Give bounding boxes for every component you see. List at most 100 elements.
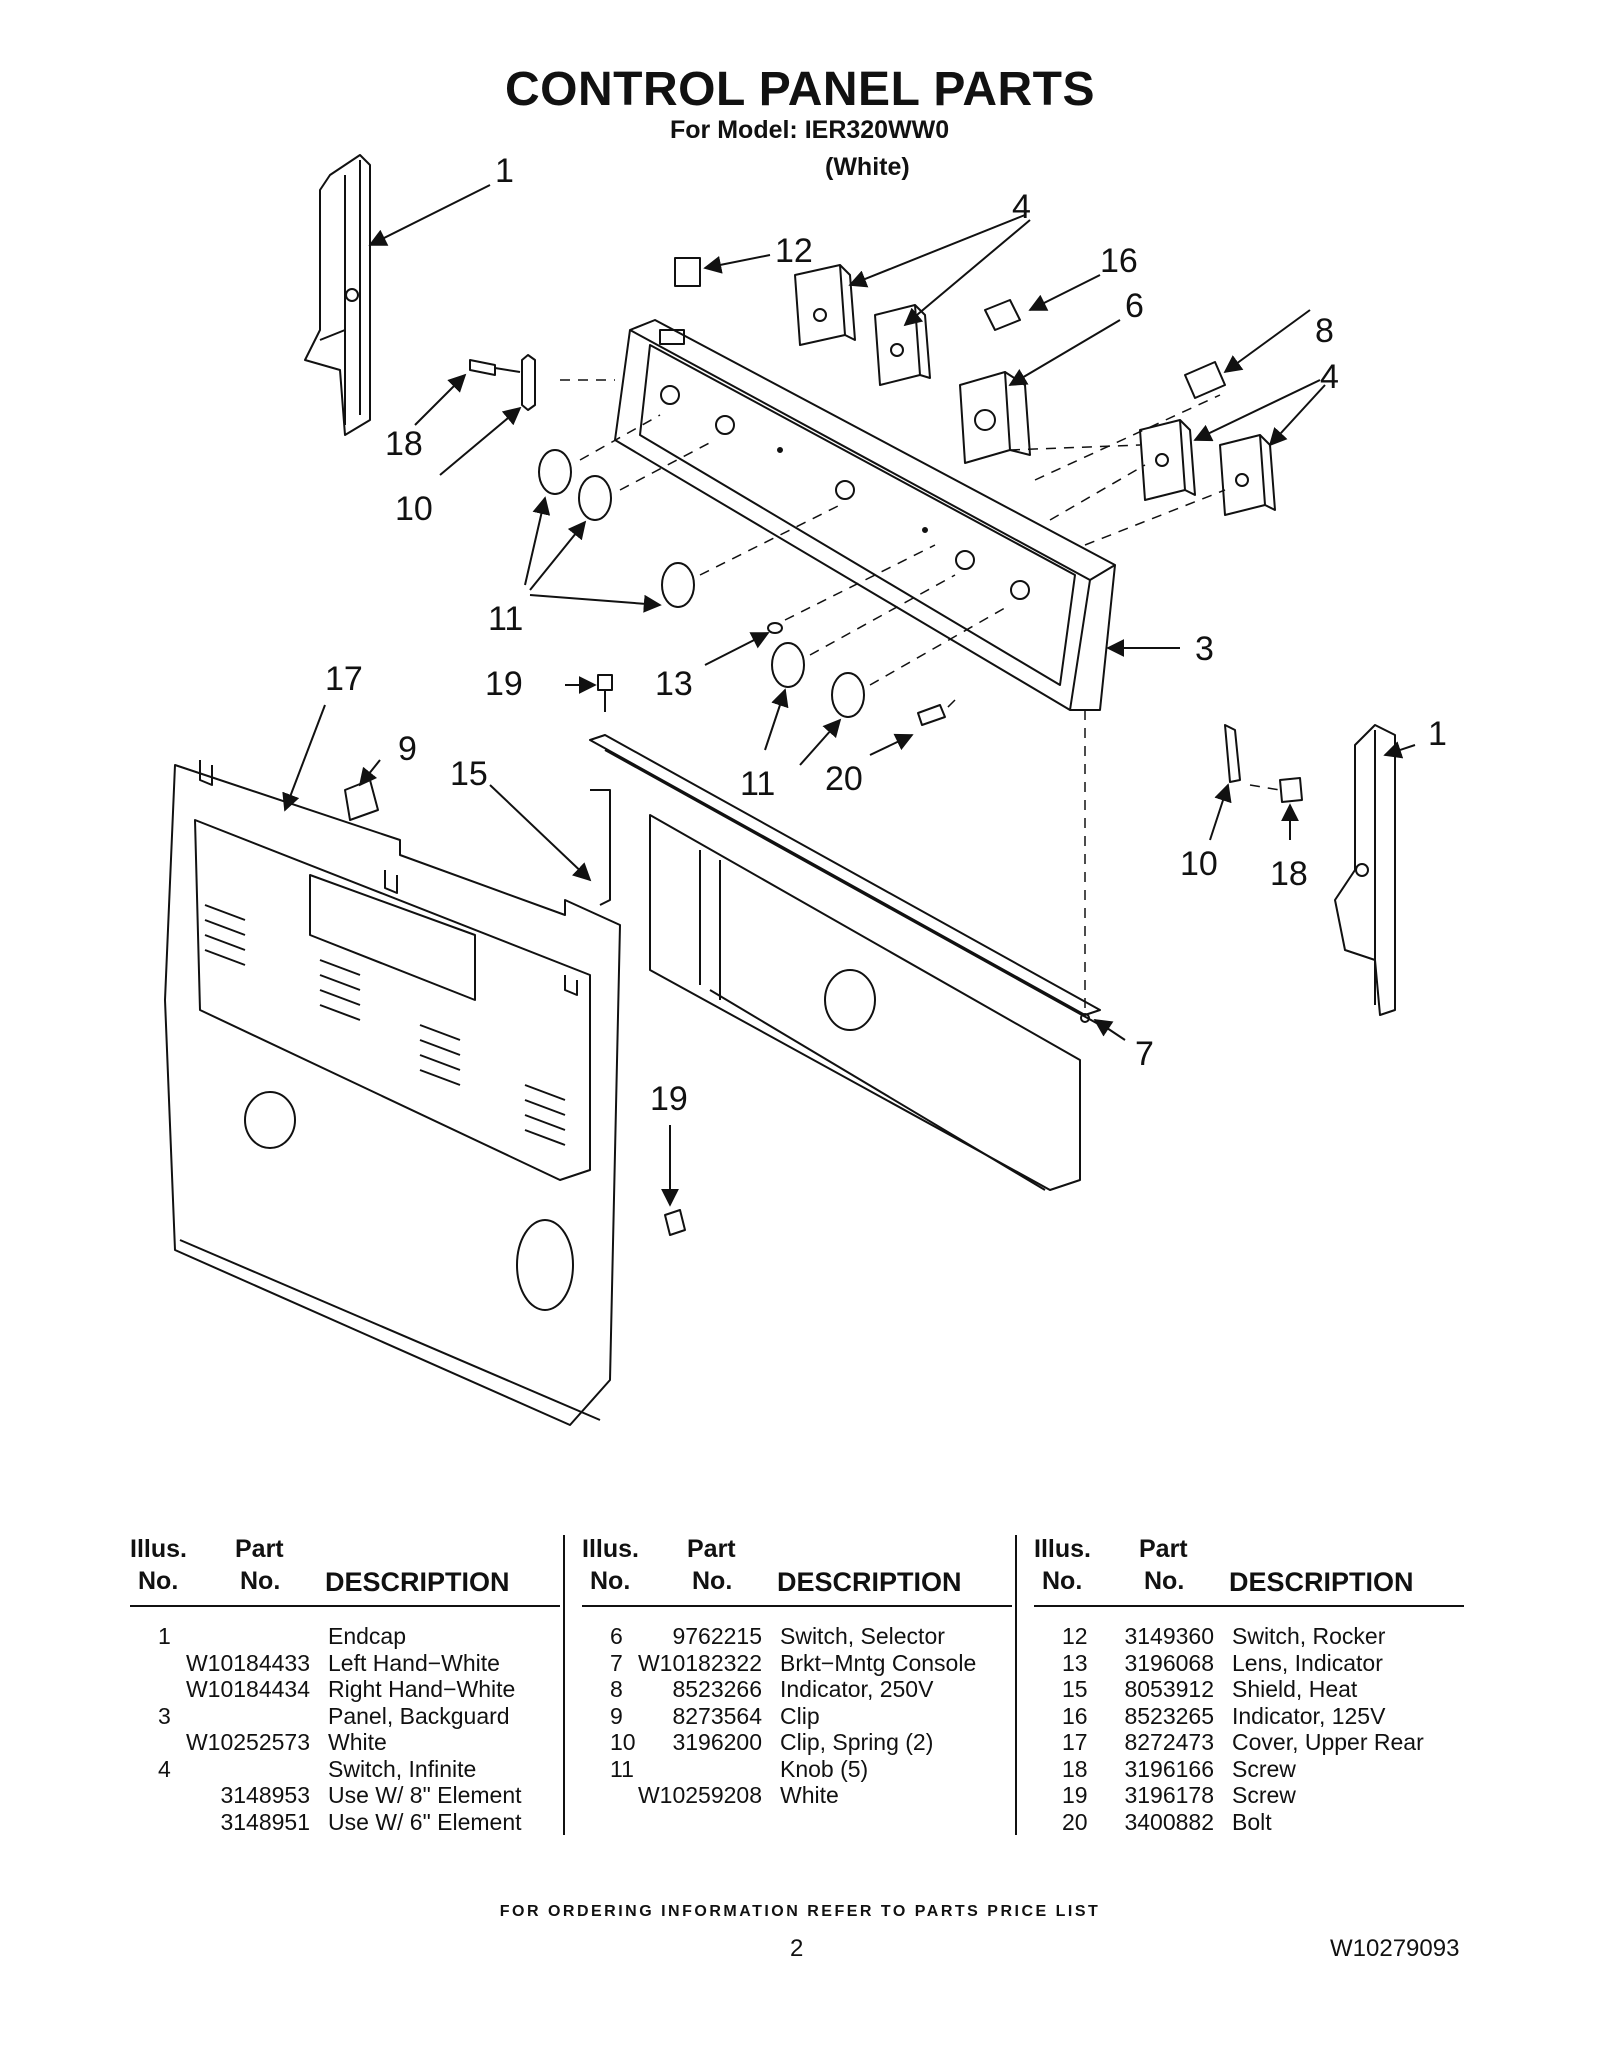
lens-indicator-part bbox=[767, 622, 783, 634]
knobs-part bbox=[538, 449, 865, 718]
illus-no-cell: 7 bbox=[610, 1649, 623, 1676]
description-cell: Switch, Selector bbox=[780, 1623, 945, 1649]
table-row: 4 Switch, Infinite bbox=[130, 1756, 560, 1783]
description-cell: White bbox=[328, 1729, 387, 1755]
description-cell: Use W/ 6" Element bbox=[328, 1808, 522, 1835]
header-description: DESCRIPTION bbox=[1229, 1567, 1414, 1597]
clip-part bbox=[344, 779, 379, 821]
part-no-cell: 8273564 bbox=[672, 1702, 762, 1729]
header-illus: Illus. bbox=[1034, 1535, 1091, 1563]
illus-no-cell: 16 bbox=[1062, 1702, 1088, 1729]
callout-8: 8 bbox=[1315, 312, 1334, 350]
header-part-no: No. bbox=[1144, 1567, 1185, 1595]
part-no-cell: W10182322 bbox=[637, 1649, 762, 1676]
document-number: W10279093 bbox=[1330, 1935, 1460, 1962]
part-no-cell: 3196178 bbox=[1124, 1782, 1214, 1808]
ordering-note: FOR ORDERING INFORMATION REFER TO PARTS … bbox=[499, 1903, 1101, 1920]
illus-no-cell: 1 bbox=[158, 1623, 171, 1649]
illus-no-cell: 10 bbox=[610, 1729, 636, 1755]
callout-4-top: 4 bbox=[1012, 188, 1031, 226]
header-part: Part bbox=[1139, 1535, 1188, 1563]
description-cell: Switch, Infinite bbox=[328, 1755, 477, 1782]
parts-table-3: Illus. No. Part No. DESCRIPTION 12 314936… bbox=[1034, 1535, 1464, 1835]
callout-19-upper: 19 bbox=[485, 665, 523, 703]
illus-no-cell: 12 bbox=[1062, 1623, 1088, 1649]
description-cell: Left Hand−White bbox=[328, 1649, 500, 1676]
illus-no-cell: 13 bbox=[1062, 1649, 1088, 1676]
page-title: CONTROL PANEL PARTS bbox=[505, 63, 1095, 116]
backguard-panel-part bbox=[614, 319, 1116, 711]
table-header: Illus. No. Part No. DESCRIPTION bbox=[1034, 1535, 1464, 1607]
illus-no-cell: 4 bbox=[158, 1755, 171, 1782]
callout-20: 20 bbox=[825, 760, 863, 798]
callout-1-right: 1 bbox=[1428, 715, 1447, 753]
description-cell: Bolt bbox=[1232, 1808, 1272, 1835]
table-header: Illus. No. Part No. DESCRIPTION bbox=[130, 1535, 560, 1607]
part-no-cell: 3196200 bbox=[672, 1729, 762, 1755]
table-rows: 12 3149360 Switch, Rocker 13 3196068 Lens, In… bbox=[1034, 1623, 1464, 1835]
header-illus: Illus. bbox=[130, 1535, 187, 1563]
part-no-cell: W10252573 bbox=[185, 1729, 310, 1755]
color-line: (White) bbox=[825, 153, 910, 181]
callout-1-left: 1 bbox=[495, 152, 514, 190]
description-cell: Switch, Rocker bbox=[1232, 1623, 1386, 1649]
callout-16: 16 bbox=[1100, 242, 1138, 280]
left-endcap-part bbox=[304, 154, 371, 436]
right-screw-part bbox=[1279, 777, 1303, 803]
header-part-no: No. bbox=[692, 1567, 733, 1595]
column-divider bbox=[1015, 1535, 1017, 1835]
illus-no-cell: 20 bbox=[1062, 1808, 1088, 1835]
header-part-no: No. bbox=[240, 1567, 281, 1595]
header-illus: Illus. bbox=[582, 1535, 639, 1563]
description-cell: Panel, Backguard bbox=[328, 1702, 510, 1729]
part-no-cell: 3196068 bbox=[1124, 1649, 1214, 1676]
illus-no-cell: 11 bbox=[610, 1755, 634, 1782]
illus-no-cell: 9 bbox=[610, 1702, 623, 1729]
indicator-125v-part bbox=[984, 299, 1021, 331]
illus-no-cell: 6 bbox=[610, 1623, 623, 1649]
table-row: 13 3196068 Lens, Indicator bbox=[1034, 1650, 1464, 1677]
heat-shield-and-bracket bbox=[589, 734, 1101, 1191]
infinite-switches-upper bbox=[794, 264, 931, 386]
description-cell: Lens, Indicator bbox=[1232, 1649, 1383, 1676]
header-illus-no: No. bbox=[138, 1567, 179, 1595]
model-line: For Model: IER320WW0 bbox=[670, 116, 950, 144]
callout-7: 7 bbox=[1135, 1035, 1154, 1073]
header-illus-no: No. bbox=[590, 1567, 631, 1595]
part-no-cell: 8053912 bbox=[1124, 1676, 1214, 1702]
description-cell: White bbox=[780, 1782, 839, 1808]
description-cell: Knob (5) bbox=[780, 1755, 869, 1782]
callout-4-right: 4 bbox=[1320, 358, 1339, 396]
part-no-cell: 3149360 bbox=[1124, 1623, 1214, 1649]
table-header: Illus. No. Part No. DESCRIPTION bbox=[582, 1535, 1012, 1607]
screw-19-lower bbox=[664, 1209, 686, 1236]
callout-11-upper: 11 bbox=[488, 600, 523, 638]
table-row: 1 Endcap bbox=[130, 1623, 560, 1650]
rocker-switch-part bbox=[674, 257, 701, 287]
page-number: 2 bbox=[790, 1935, 804, 1962]
description-cell: Indicator, 125V bbox=[1232, 1702, 1386, 1729]
right-endcap-part bbox=[1334, 724, 1396, 1016]
description-cell: Shield, Heat bbox=[1232, 1676, 1358, 1702]
description-cell: Screw bbox=[1232, 1782, 1296, 1808]
part-no-cell: 3148953 bbox=[220, 1782, 310, 1808]
description-cell: Endcap bbox=[328, 1623, 407, 1649]
